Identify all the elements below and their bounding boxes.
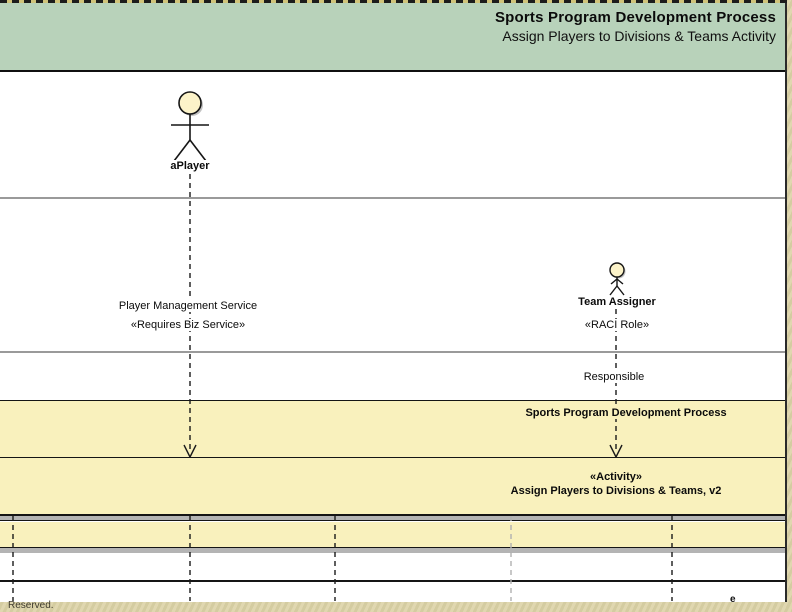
service-stereotype-label: «Requires Biz Service» [128, 319, 248, 331]
page-title: Sports Program Development Process [494, 9, 776, 26]
thin-yellow-row [0, 522, 785, 547]
raci-responsible-label: Responsible [581, 371, 647, 383]
column-boundary-dashes [12, 516, 673, 601]
band-border [0, 514, 785, 515]
diagram-title-block: Sports Program Development Process Assig… [0, 0, 785, 72]
aplayer-actor-label[interactable]: aPlayer [168, 160, 212, 172]
team-assigner-stereotype-label: «RACI Role» [582, 319, 652, 331]
process-band-label[interactable]: Sports Program Development Process [523, 407, 729, 419]
team-assigner-actor-label[interactable]: Team Assigner [576, 296, 658, 308]
lane-divider [0, 351, 785, 353]
page-subtitle: Assign Players to Divisions & Teams Acti… [502, 28, 776, 44]
band-border [0, 400, 785, 401]
service-name-label[interactable]: Player Management Service [116, 300, 260, 312]
team-assigner-actor-icon[interactable] [609, 262, 626, 296]
band-border [0, 457, 785, 458]
activity-name-label[interactable]: Assign Players to Divisions & Teams, v2 [508, 485, 724, 497]
aplayer-actor-icon[interactable] [171, 91, 209, 162]
row-separator [0, 547, 785, 553]
page-bottom-rule [0, 580, 785, 582]
clipped-edge-character: e [730, 594, 736, 605]
activity-stereotype-label: «Activity» [588, 471, 644, 483]
aplayer-lifeline[interactable] [183, 174, 197, 458]
lane-divider [0, 197, 785, 199]
page-boundary-dashed-edge [0, 0, 787, 3]
copyright-reserved-text: Reserved. [8, 600, 54, 611]
row-separator [0, 515, 785, 521]
team-assigner-lifeline[interactable] [609, 309, 623, 458]
